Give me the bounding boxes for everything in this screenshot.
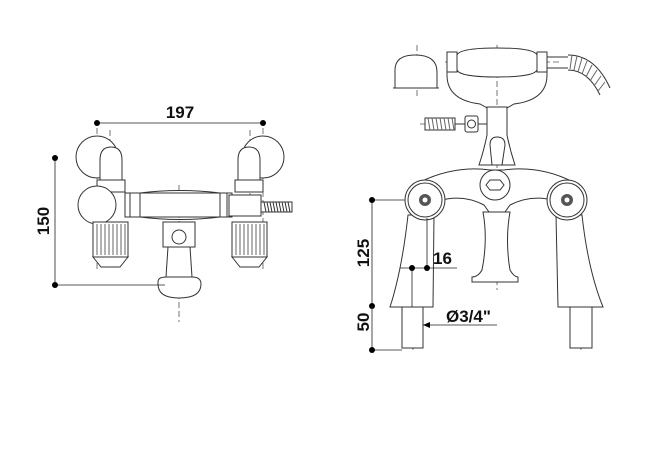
stem (478, 106, 516, 166)
side-hose (424, 115, 487, 133)
left-valve-body (77, 185, 117, 225)
pipe-diameter-label: Ø3/4" (446, 307, 491, 326)
center-spout (471, 211, 519, 283)
handset-handle (456, 47, 538, 78)
body-bar (124, 192, 233, 218)
left-knurled-handle (91, 221, 130, 268)
left-dome-cap (99, 146, 123, 181)
height-dimension-label: 150 (34, 207, 53, 235)
offset-16-label: 16 (433, 249, 452, 268)
center-hub (479, 169, 511, 201)
side-view: 125 16 50 Ø3/4" (354, 45, 611, 353)
offset-16-dimension: 16 (400, 218, 457, 307)
shower-hose (567, 54, 611, 96)
handset-head (394, 54, 438, 89)
height-dimension: 150 (34, 155, 165, 288)
width-dimension-label: 197 (166, 103, 194, 122)
front-view: 197 150 (34, 103, 293, 322)
hose-connector (260, 201, 293, 213)
right-inlet-pipe (569, 306, 593, 349)
right-leg (555, 214, 604, 308)
width-dimension: 197 (94, 103, 266, 126)
right-knurled-handle (230, 221, 269, 268)
cradle (446, 55, 548, 109)
height-125-label: 125 (354, 239, 373, 267)
pipe-diameter-dimension: Ø3/4" (423, 307, 497, 328)
left-inlet-knob (404, 179, 446, 221)
diverter-lever (489, 136, 506, 166)
spout (157, 221, 202, 299)
left-inlet-pipe (401, 306, 424, 349)
pipe-length-50-dimension: 50 (354, 306, 402, 353)
right-valve-block (228, 194, 262, 217)
right-inlet-knob (546, 179, 588, 221)
pipe-length-50-label: 50 (354, 313, 373, 332)
right-nut (234, 179, 264, 193)
right-dome-cap (237, 146, 261, 181)
